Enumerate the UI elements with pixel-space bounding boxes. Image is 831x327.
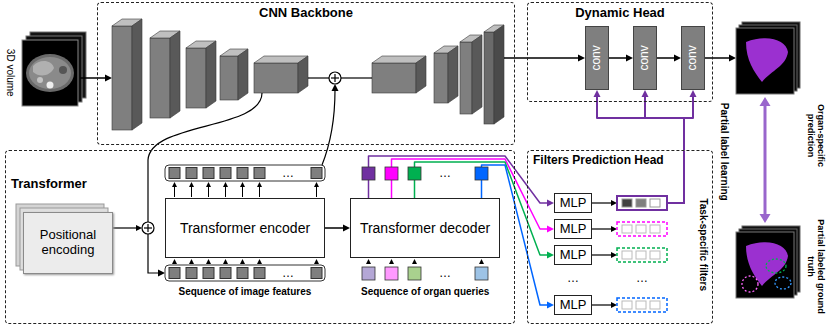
connector-line — [325, 227, 343, 229]
annotation-text: Sequence of organ queries — [361, 286, 489, 298]
annotation-label: Sequence of organ queries — [361, 286, 489, 298]
arrow-head — [642, 90, 649, 97]
conv-layer: conv — [585, 26, 609, 90]
node-label: MLP — [560, 222, 587, 237]
ellipsis-mark: … — [439, 167, 451, 181]
arrow-head — [547, 200, 554, 207]
connector-arrow — [594, 90, 685, 150]
group-panel: TransformerPositional encoding Transforme… — [5, 150, 515, 324]
ellipsis-mark: … — [567, 272, 579, 286]
panel-title: Transformer — [11, 177, 87, 192]
title-holder: Filters Prediction Head — [533, 153, 664, 168]
node-label: MLP — [560, 298, 587, 313]
annotation-text: Sequence of image features — [179, 286, 312, 298]
mlp-box: MLP — [554, 193, 592, 214]
ground-truth-image — [736, 226, 800, 298]
supervision-arrow — [760, 97, 771, 223]
annotation-text: Partial label learning — [718, 103, 730, 201]
connector-line — [645, 97, 684, 150]
node-label: conv — [638, 45, 652, 70]
annotation-text: Task-specific filters — [697, 198, 709, 291]
ct-volume — [22, 32, 86, 106]
ellipsis-mark: … — [439, 267, 451, 281]
annotation-label: Partial labeled ground truth — [804, 214, 825, 318]
ellipsis-mark: … — [282, 167, 294, 181]
node-label: conv — [686, 45, 700, 70]
prediction-image — [736, 22, 800, 94]
title-holder: Transformer — [11, 176, 87, 192]
node-label: Transformer decoder — [360, 220, 490, 236]
mlp-box: MLP — [554, 219, 592, 240]
panel-title: Filters Prediction Head — [533, 154, 664, 168]
annotation-label: … — [636, 272, 648, 286]
connector-arrow — [325, 225, 350, 232]
mlp-box: MLP — [554, 295, 592, 316]
arrow-head — [674, 55, 681, 62]
connector-arrow — [657, 55, 681, 62]
connector-arrow — [642, 90, 685, 150]
annotation-text: Partial labeled ground truth — [805, 214, 826, 318]
mlp-box: MLP — [554, 245, 592, 266]
ellipsis-mark: … — [636, 272, 648, 286]
annotation-label: … — [282, 267, 294, 281]
sum-node — [308, 72, 372, 84]
annotation-label: … — [439, 167, 451, 181]
node-label: conv — [590, 45, 604, 70]
ellipsis-mark: … — [282, 267, 294, 281]
group-panel: Filters Prediction HeadMLP MLP MLP MLP — [527, 150, 713, 324]
annotation-label: Sequence of image features — [179, 286, 312, 298]
arrow-head — [594, 90, 601, 97]
annotation-label: … — [439, 267, 451, 281]
panel-title: CNN Backbone — [259, 6, 353, 21]
group-panel: Dynamic Head conv conv conv — [527, 2, 713, 102]
panel-title: Dynamic Head — [575, 6, 665, 21]
connector-line — [609, 57, 626, 59]
connector-line — [597, 97, 684, 150]
annotation-label: … — [567, 272, 579, 286]
conv-layer: conv — [633, 26, 657, 90]
encoding-box: Positional encoding — [23, 212, 113, 274]
annotation-label: 3D volume — [4, 49, 16, 97]
annotation-text: Organ-specific prediction — [805, 83, 826, 187]
arrow-head — [547, 226, 554, 233]
image-feature-tokens — [165, 165, 325, 281]
arrow-head — [343, 225, 350, 232]
annotation-text: 3D volume — [4, 49, 16, 97]
connector-line — [657, 57, 674, 59]
node-label: Positional encoding — [27, 228, 109, 258]
connector-arrow — [609, 55, 633, 62]
annotation-label: Partial label learning — [718, 103, 730, 201]
connector-line — [369, 156, 548, 203]
conv-layer: conv — [681, 26, 705, 90]
title-holder: CNN Backbone — [259, 5, 353, 21]
process-box: Transformer decoder — [350, 198, 500, 258]
arrow-head — [690, 90, 697, 97]
cnn-blocks — [112, 19, 504, 130]
arrow-head — [547, 252, 554, 259]
input-arrow — [80, 75, 112, 82]
node-label: MLP — [560, 196, 587, 211]
filter-arrows — [592, 200, 617, 308]
annotation-label: Organ-specific prediction — [804, 83, 825, 187]
annotation-label: … — [282, 167, 294, 181]
group-panel: CNN Backbone — [97, 2, 515, 145]
process-box: Transformer encoder — [165, 198, 325, 258]
connector-line — [684, 97, 693, 150]
arrow-head — [547, 302, 554, 309]
sum-node — [112, 222, 165, 277]
node-label: MLP — [560, 248, 587, 263]
arrow-head — [626, 55, 633, 62]
annotation-label: Task-specific filters — [697, 198, 709, 291]
task-filters — [617, 151, 684, 313]
node-label: Transformer encoder — [180, 220, 310, 236]
connector-arrow — [684, 90, 697, 150]
title-holder: Dynamic Head — [575, 5, 665, 21]
